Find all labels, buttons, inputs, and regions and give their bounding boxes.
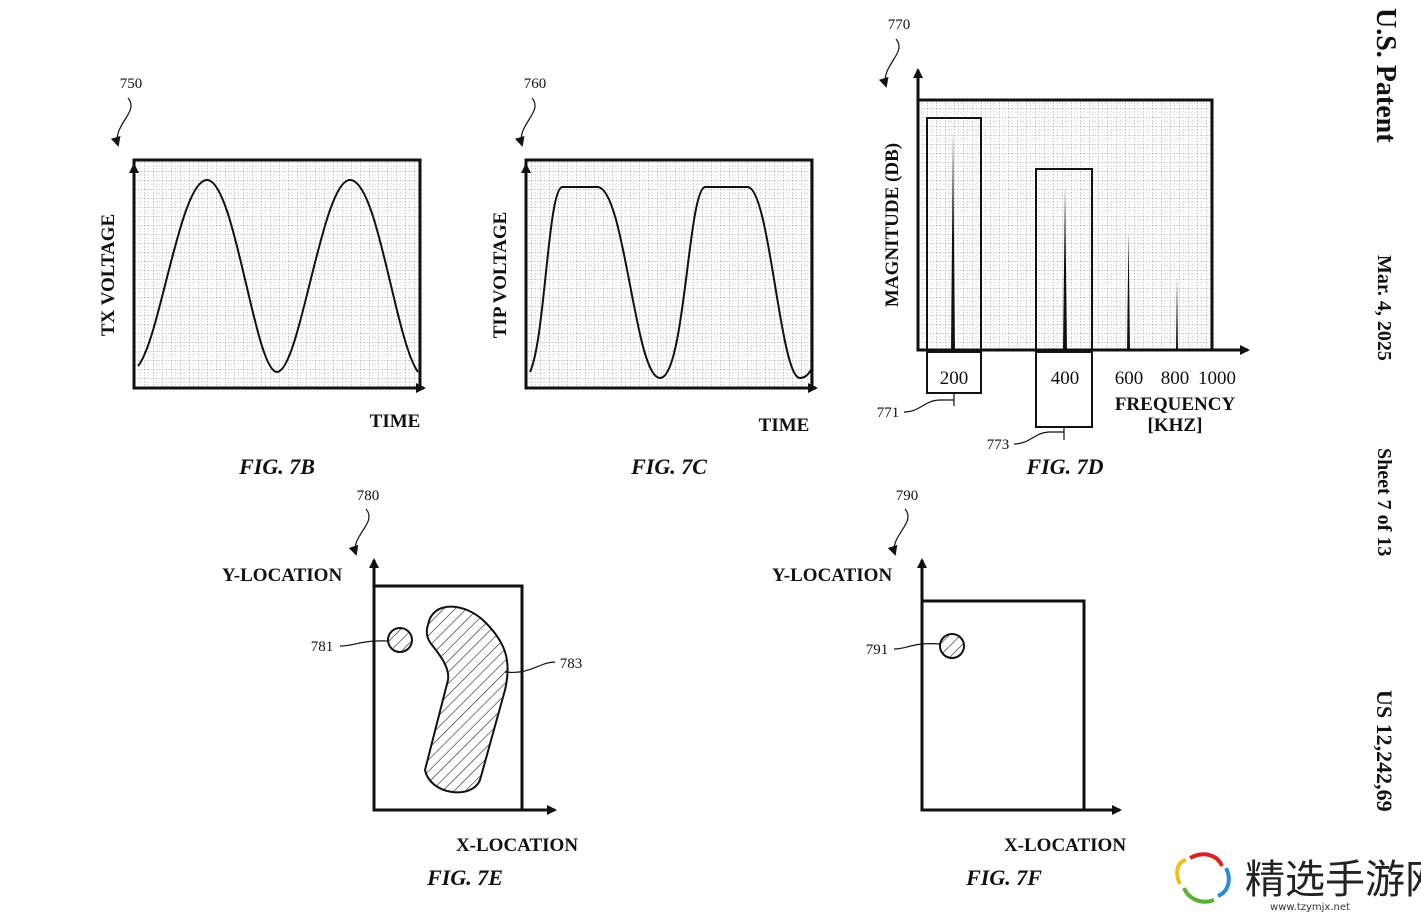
reference-arrow-icon bbox=[514, 97, 536, 147]
reference-number: 780 bbox=[357, 488, 380, 504]
x-axis-label: TIME bbox=[759, 415, 810, 436]
figure-7b: TX VOLTAGE TIME FIG. 7B 750 bbox=[98, 76, 426, 479]
reference-number: 790 bbox=[896, 488, 919, 504]
reference-number: 771 bbox=[877, 405, 900, 421]
figure-caption: FIG. 7B bbox=[238, 454, 315, 479]
tick-label: 200 bbox=[940, 368, 969, 389]
reference-arrow-icon bbox=[110, 97, 132, 147]
patent-header: U.S. Patent Mar. 4, 2025 Sheet 7 of 13 U… bbox=[1370, 8, 1401, 812]
plot-frame bbox=[132, 158, 422, 390]
reference-number: 781 bbox=[311, 639, 334, 655]
x-axis-unit: [KHZ] bbox=[1148, 415, 1203, 436]
figure-7e: Y-LOCATION X-LOCATION 781 783 FIG. 7E 78… bbox=[222, 488, 582, 890]
header-date: Mar. 4, 2025 bbox=[1373, 255, 1395, 361]
y-axis-label: TIP VOLTAGE bbox=[490, 212, 511, 339]
tick-label: 800 bbox=[1161, 368, 1190, 389]
leader-line bbox=[903, 393, 955, 413]
y-axis-label: Y-LOCATION bbox=[772, 565, 893, 586]
x-axis-label: FREQUENCY bbox=[1115, 394, 1236, 415]
reference-number: 760 bbox=[524, 76, 547, 92]
plot-frame bbox=[920, 599, 1086, 812]
figure-7f: Y-LOCATION X-LOCATION 791 FIG. 7F 790 bbox=[772, 488, 1127, 890]
header-patent-number: US 12,242,69 bbox=[1372, 690, 1397, 812]
spectral-peak-800 bbox=[1176, 278, 1178, 350]
spectral-peak-200 bbox=[951, 130, 955, 350]
figure-caption: FIG. 7E bbox=[426, 865, 503, 890]
y-axis-label: Y-LOCATION bbox=[222, 565, 343, 586]
touch-point-791 bbox=[939, 633, 965, 659]
header-title: U.S. Patent bbox=[1370, 8, 1401, 143]
plot-frame bbox=[524, 158, 814, 390]
tx-voltage-waveform bbox=[137, 178, 419, 374]
figure-7d: 200 400 600 800 1000 FREQUENCY [KHZ] MAG… bbox=[877, 17, 1250, 479]
watermark-name: 精选手游网 bbox=[1245, 857, 1421, 903]
leader-line bbox=[893, 643, 941, 650]
reference-number: 773 bbox=[987, 437, 1010, 453]
figure-caption: FIG. 7F bbox=[965, 865, 1042, 890]
reference-number: 791 bbox=[866, 642, 889, 658]
reference-number: 750 bbox=[120, 76, 143, 92]
reference-arrow-icon bbox=[878, 38, 900, 88]
tip-voltage-waveform bbox=[529, 186, 813, 380]
touch-point-781 bbox=[387, 627, 413, 653]
leader-line bbox=[1013, 427, 1065, 445]
contact-region-783 bbox=[423, 605, 509, 794]
watermark: 精选手游网 www.tzymjx.net bbox=[1165, 838, 1421, 915]
watermark-url: www.tzymjx.net bbox=[1270, 902, 1350, 913]
leader-line bbox=[504, 661, 556, 674]
reference-arrow-icon bbox=[887, 508, 909, 556]
header-sheet: Sheet 7 of 13 bbox=[1373, 448, 1395, 556]
watermark-logo-icon bbox=[1175, 852, 1231, 904]
reference-arrow-icon bbox=[348, 508, 370, 556]
y-axis-label: MAGNITUDE (DB) bbox=[882, 143, 903, 307]
x-axis-label: X-LOCATION bbox=[1004, 835, 1126, 856]
tick-label: 600 bbox=[1115, 368, 1144, 389]
x-axis-label: TIME bbox=[370, 411, 421, 432]
y-axis-label: TX VOLTAGE bbox=[98, 214, 119, 336]
tick-label: 1000 bbox=[1198, 368, 1236, 389]
spectral-peak-600 bbox=[1127, 232, 1130, 350]
x-axis-label: X-LOCATION bbox=[456, 835, 578, 856]
figure-7c: TIP VOLTAGE TIME FIG. 7C 760 bbox=[490, 76, 818, 479]
figure-caption: FIG. 7D bbox=[1025, 454, 1103, 479]
leader-line bbox=[339, 640, 389, 647]
reference-number: 783 bbox=[560, 656, 583, 672]
reference-number: 770 bbox=[888, 17, 911, 33]
figure-caption: FIG. 7C bbox=[630, 454, 707, 479]
tick-label: 400 bbox=[1051, 368, 1080, 389]
spectral-peak-400 bbox=[1063, 185, 1067, 350]
